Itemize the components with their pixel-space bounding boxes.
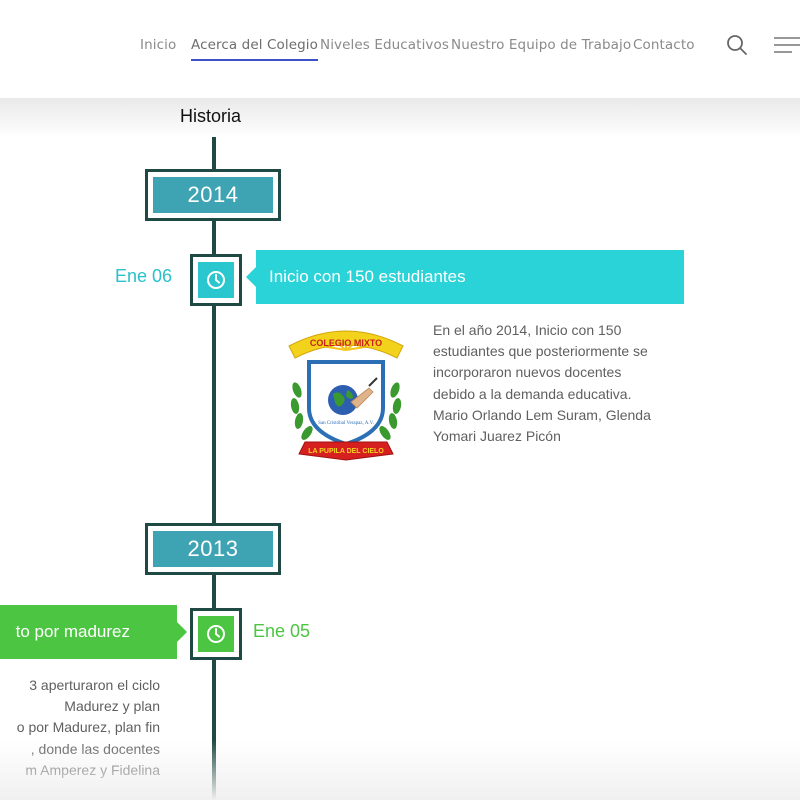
event-description: 3 aperturaron el ciclo Madurez y plan o … <box>0 675 160 785</box>
section-title: Historia <box>180 106 242 126</box>
year-badge-2014: 2014 <box>145 169 281 221</box>
nav-item-contacto[interactable]: Contacto <box>633 37 695 53</box>
timeline-node <box>190 608 242 660</box>
site-header: Inicio Acerca del Colegio Niveles Educat… <box>0 0 800 98</box>
nav-item-niveles-educativos[interactable]: Niveles Educativos <box>320 37 450 53</box>
event-date: Ene 06 <box>115 266 173 286</box>
description-line: , donde las docentes <box>30 740 160 757</box>
event-title-banner: Inicio con 150 estudiantes <box>246 250 684 304</box>
description-line: estudiantes que posteriormente se <box>433 343 648 360</box>
event-date: Ene 05 <box>253 621 311 641</box>
description-line: En el año 2014, Inicio con 150 <box>433 322 622 338</box>
description-line: Mario Orlando Lem Suram, Glenda <box>433 406 651 423</box>
year-label: 2014 <box>153 177 273 213</box>
description-line: Madurez y plan <box>64 698 160 715</box>
school-logo: COLEGIO MIXTO San Cristóbal Verapaz, A.V… <box>283 320 409 465</box>
clock-icon <box>207 625 225 643</box>
hamburger-menu-icon[interactable] <box>772 35 800 55</box>
header-shadow <box>0 98 800 138</box>
description-line: o por Madurez, plan fin <box>16 719 160 736</box>
nav-item-nuestro-equipo[interactable]: Nuestro Equipo de Trabajo <box>451 37 632 53</box>
nav-item-acerca-del-colegio[interactable]: Acerca del Colegio <box>191 37 319 61</box>
event-title: Inicio con 150 estudiantes <box>269 267 466 286</box>
description-line: 3 aperturaron el ciclo <box>29 677 160 693</box>
logo-ribbon-text: LA PUPILA DEL CIELO <box>308 448 384 455</box>
event-title: to por madurez <box>15 622 130 641</box>
logo-shield-text: San Cristóbal Verapaz, A.V. <box>318 421 374 426</box>
search-icon[interactable] <box>725 33 749 57</box>
banner-arrow <box>177 622 187 642</box>
description-line: debido a la demanda educativa. <box>433 385 632 402</box>
logo-banner-text: COLEGIO MIXTO <box>310 338 382 348</box>
timeline-line <box>212 137 216 800</box>
nav-item-inicio[interactable]: Inicio <box>140 37 177 53</box>
event-description: En el año 2014, Inicio con 150 estudiant… <box>433 320 688 447</box>
clock-icon <box>207 271 225 289</box>
description-line: Yomari Juarez Picón <box>433 428 561 445</box>
description-line: incorporaron nuevos docentes <box>433 364 622 381</box>
event-title-banner: to por madurez <box>0 605 177 659</box>
timeline-node <box>190 254 242 306</box>
year-label: 2013 <box>153 531 273 567</box>
year-badge-2013: 2013 <box>145 523 281 575</box>
description-line: m Amperez y Fidelina <box>25 761 160 778</box>
